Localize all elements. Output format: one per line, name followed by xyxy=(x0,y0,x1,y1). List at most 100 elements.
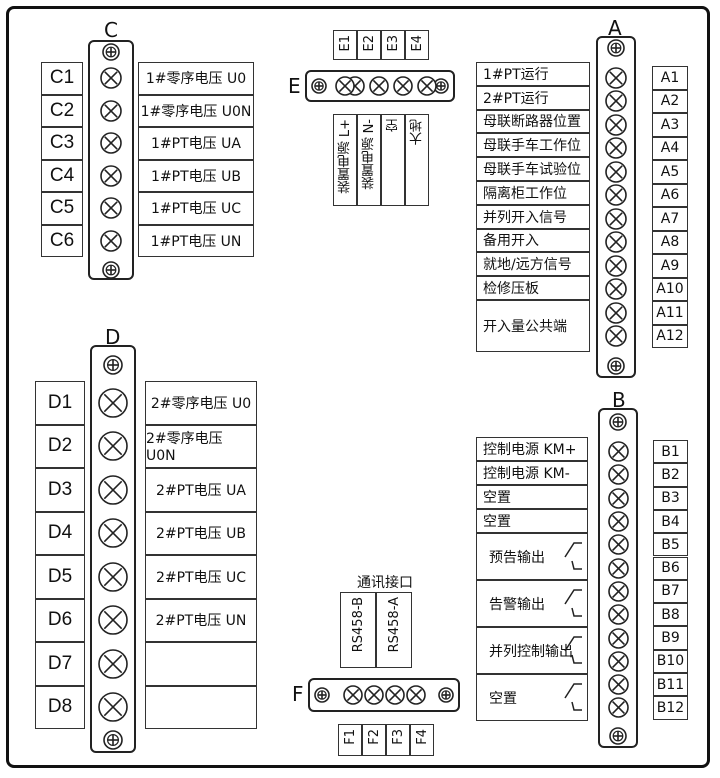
block-e-pin-e4: E4 xyxy=(405,30,429,60)
block-a-pin-a7: A7 xyxy=(652,207,688,231)
block-a-terminal-icon xyxy=(605,137,627,160)
block-d-label xyxy=(145,642,257,686)
block-b-terminal-icon xyxy=(607,557,629,579)
block-a-letter: A xyxy=(608,16,622,40)
block-d-label: 2#零序电压 U0 xyxy=(145,381,257,425)
block-b-output-group: 预告输出 xyxy=(476,533,588,580)
block-f-pin-f1-text: F1 xyxy=(342,729,358,745)
block-e-letter: E xyxy=(288,74,301,98)
block-c-label: 1#PT电压 UC xyxy=(138,192,254,225)
block-c-label: 1#PT电压 UN xyxy=(138,224,254,257)
block-d-terminal-icon xyxy=(98,692,128,723)
block-f-pin-f3-text: F3 xyxy=(390,729,406,745)
block-f-pin-f3: F3 xyxy=(386,724,410,756)
block-b-pin-b4: B4 xyxy=(653,509,688,534)
block-d-label: 2#PT电压 UC xyxy=(145,555,257,599)
block-f-title: 通讯接口 xyxy=(357,575,413,591)
block-e-label-text: 装置电源 N- xyxy=(361,119,377,190)
block-c-pin-c1: C1 xyxy=(41,62,83,95)
block-b-terminal-icon xyxy=(607,651,629,672)
block-b-terminal-icon xyxy=(607,487,629,509)
block-a-label: 并列开入信号 xyxy=(476,204,590,229)
block-e-terminal-icon xyxy=(417,76,437,96)
block-d-pin-d8: D8 xyxy=(35,685,85,729)
block-a-pin-a3: A3 xyxy=(652,113,688,137)
block-b-label: 控制电源 KM- xyxy=(476,461,588,485)
block-b-pin-b11: B11 xyxy=(653,673,688,697)
block-d-pin-d5: D5 xyxy=(35,555,85,599)
block-d-terminal-icon xyxy=(98,431,128,462)
block-b-output-group: 并列控制输出 xyxy=(476,627,588,674)
block-a-terminal-icon xyxy=(605,301,627,324)
block-b-terminal-icon xyxy=(607,511,629,532)
block-e-pin-e1-text: E1 xyxy=(337,35,353,52)
block-e-pin-e4-text: E4 xyxy=(409,35,425,52)
block-c-pin-c6: C6 xyxy=(41,224,83,257)
block-a-pin-a8: A8 xyxy=(652,230,688,254)
block-e-label-text: 大地 xyxy=(409,119,425,145)
relay-contact-icon xyxy=(564,636,582,664)
block-f-left-mount-screw-icon xyxy=(314,687,330,703)
block-a-bottom-mount-screw-icon xyxy=(607,357,625,375)
block-f-letter: F xyxy=(292,682,304,706)
block-e-label-text: 空 xyxy=(385,119,401,132)
block-b-label: 空置 xyxy=(476,485,588,509)
block-c-pin-c4: C4 xyxy=(41,159,83,192)
block-a-terminal-icon xyxy=(605,90,627,113)
block-c-pin-c3: C3 xyxy=(41,127,83,160)
block-f-pin-f4: F4 xyxy=(410,724,434,756)
block-d-terminal-icon xyxy=(98,518,128,549)
block-b-output-label: 并列控制输出 xyxy=(489,643,573,660)
block-a-terminal-icon xyxy=(605,278,627,301)
block-c-bottom-mount-screw-icon xyxy=(102,261,120,279)
block-b-output-group: 告警输出 xyxy=(476,580,588,627)
relay-contact-icon xyxy=(564,683,582,711)
block-f-right-mount-screw-icon xyxy=(438,687,454,703)
block-a-terminal-icon xyxy=(605,231,627,254)
block-a-terminal-icon xyxy=(605,66,627,89)
block-c-terminal-icon xyxy=(100,67,122,90)
block-d-terminal-icon xyxy=(98,648,128,679)
block-b-output-group: 空置 xyxy=(476,674,588,721)
block-b-terminal-icon xyxy=(607,627,629,649)
block-a-pin-a9: A9 xyxy=(652,254,688,278)
block-f-connector xyxy=(308,678,460,712)
block-b-pin-b6: B6 xyxy=(653,556,688,580)
block-f-terminal-icon xyxy=(406,685,426,705)
block-a-terminal-icon xyxy=(605,207,627,230)
block-b-pin-b3: B3 xyxy=(653,486,688,510)
block-b-terminal-icon xyxy=(607,697,629,719)
block-d-label: 2#PT电压 UA xyxy=(145,468,257,512)
relay-contact-icon xyxy=(564,542,582,570)
block-e-pin-e3-text: E3 xyxy=(385,35,401,52)
block-e-terminal-icon xyxy=(335,76,355,96)
block-b-terminal-icon xyxy=(607,674,629,695)
block-e-label: 大地 xyxy=(405,114,429,206)
block-d-label: 2#零序电压 U0N xyxy=(145,424,257,468)
block-d-top-mount-screw-icon xyxy=(103,355,123,375)
block-e-pin-e1: E1 xyxy=(333,30,357,60)
block-b-terminal-icon xyxy=(607,581,629,602)
block-a-pin-a2: A2 xyxy=(652,89,688,113)
block-a-label: 就地/远方信号 xyxy=(476,252,590,277)
block-d-label xyxy=(145,685,257,729)
block-d-letter: D xyxy=(105,325,121,349)
block-c-terminal-icon xyxy=(100,132,122,155)
block-e-right-mount-screw-icon xyxy=(433,78,449,94)
block-b-pin-b2: B2 xyxy=(653,463,688,487)
block-a-pin-a12: A12 xyxy=(652,324,688,348)
block-b-top-mount-screw-icon xyxy=(609,413,627,431)
block-c-letter: C xyxy=(104,18,118,42)
block-a-label: 隔离柜工作位 xyxy=(476,181,590,205)
block-d-pin-d4: D4 xyxy=(35,511,85,555)
block-b-pin-b9: B9 xyxy=(653,626,688,650)
block-e-pin-e2-text: E2 xyxy=(361,35,377,52)
block-b-terminal-icon xyxy=(607,464,629,486)
block-d-pin-d6: D6 xyxy=(35,598,85,642)
block-b-terminal-icon xyxy=(607,441,629,462)
block-e-label: 装置电源 L+ xyxy=(333,114,357,206)
block-f-terminal-icon xyxy=(343,685,363,705)
block-d-terminal-icon xyxy=(98,474,128,505)
block-a-pin-a11: A11 xyxy=(652,301,688,325)
block-b-pin-b7: B7 xyxy=(653,579,688,604)
